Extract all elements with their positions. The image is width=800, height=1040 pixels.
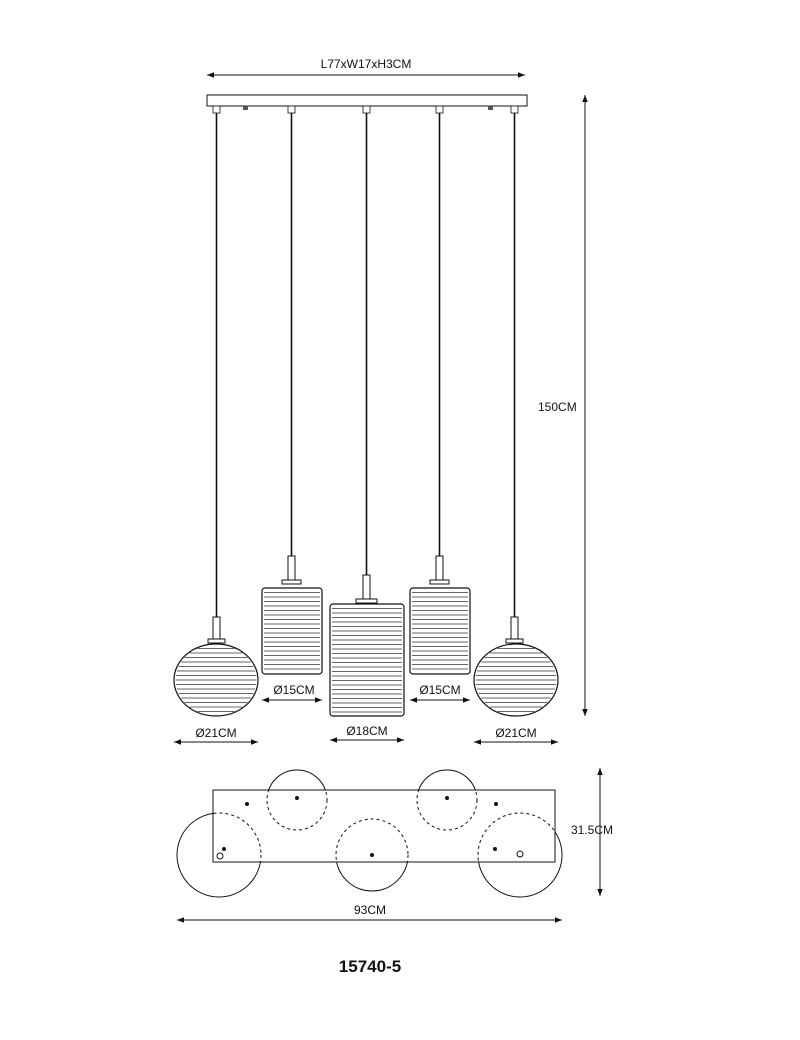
canopy [206, 94, 528, 114]
plan-fixing-points [222, 796, 498, 857]
shade-inner-left-dimension-label: Ø15CM [273, 683, 314, 697]
shade-inner-left-cylinder [261, 587, 323, 675]
canopy-dimension: L77xW17xH3CM [207, 57, 525, 78]
shade-right-dimension-label: Ø21CM [495, 726, 536, 740]
shade-center-dimension-label: Ø18CM [346, 724, 387, 738]
height-dimension-label: 150CM [538, 400, 577, 414]
plan-depth-label: 31.5CM [571, 823, 613, 837]
shade-left-globe [173, 643, 259, 717]
height-dimension: 150CM [538, 95, 588, 716]
shade-right-globe [473, 643, 559, 717]
canopy-dimension-label: L77xW17xH3CM [321, 57, 412, 71]
plan-canopy-outline [212, 789, 556, 863]
shade-inner-right-dimension-label: Ø15CM [419, 683, 460, 697]
model-number: 15740-5 [339, 957, 401, 976]
plan-view: 93CM 31.5CM [176, 768, 613, 923]
shade-left-dimension-label: Ø21CM [195, 726, 236, 740]
plan-width-label: 93CM [354, 903, 386, 917]
shade-inner-right-cylinder [409, 587, 471, 675]
plan-mounting-screws [216, 850, 524, 860]
lamp-holders [207, 555, 524, 644]
shade-center-cylinder [329, 603, 405, 717]
shade-dimensions: Ø21CM Ø15CM Ø18CM Ø15CM Ø21CM [174, 683, 558, 745]
suspension-cables [215, 113, 516, 617]
